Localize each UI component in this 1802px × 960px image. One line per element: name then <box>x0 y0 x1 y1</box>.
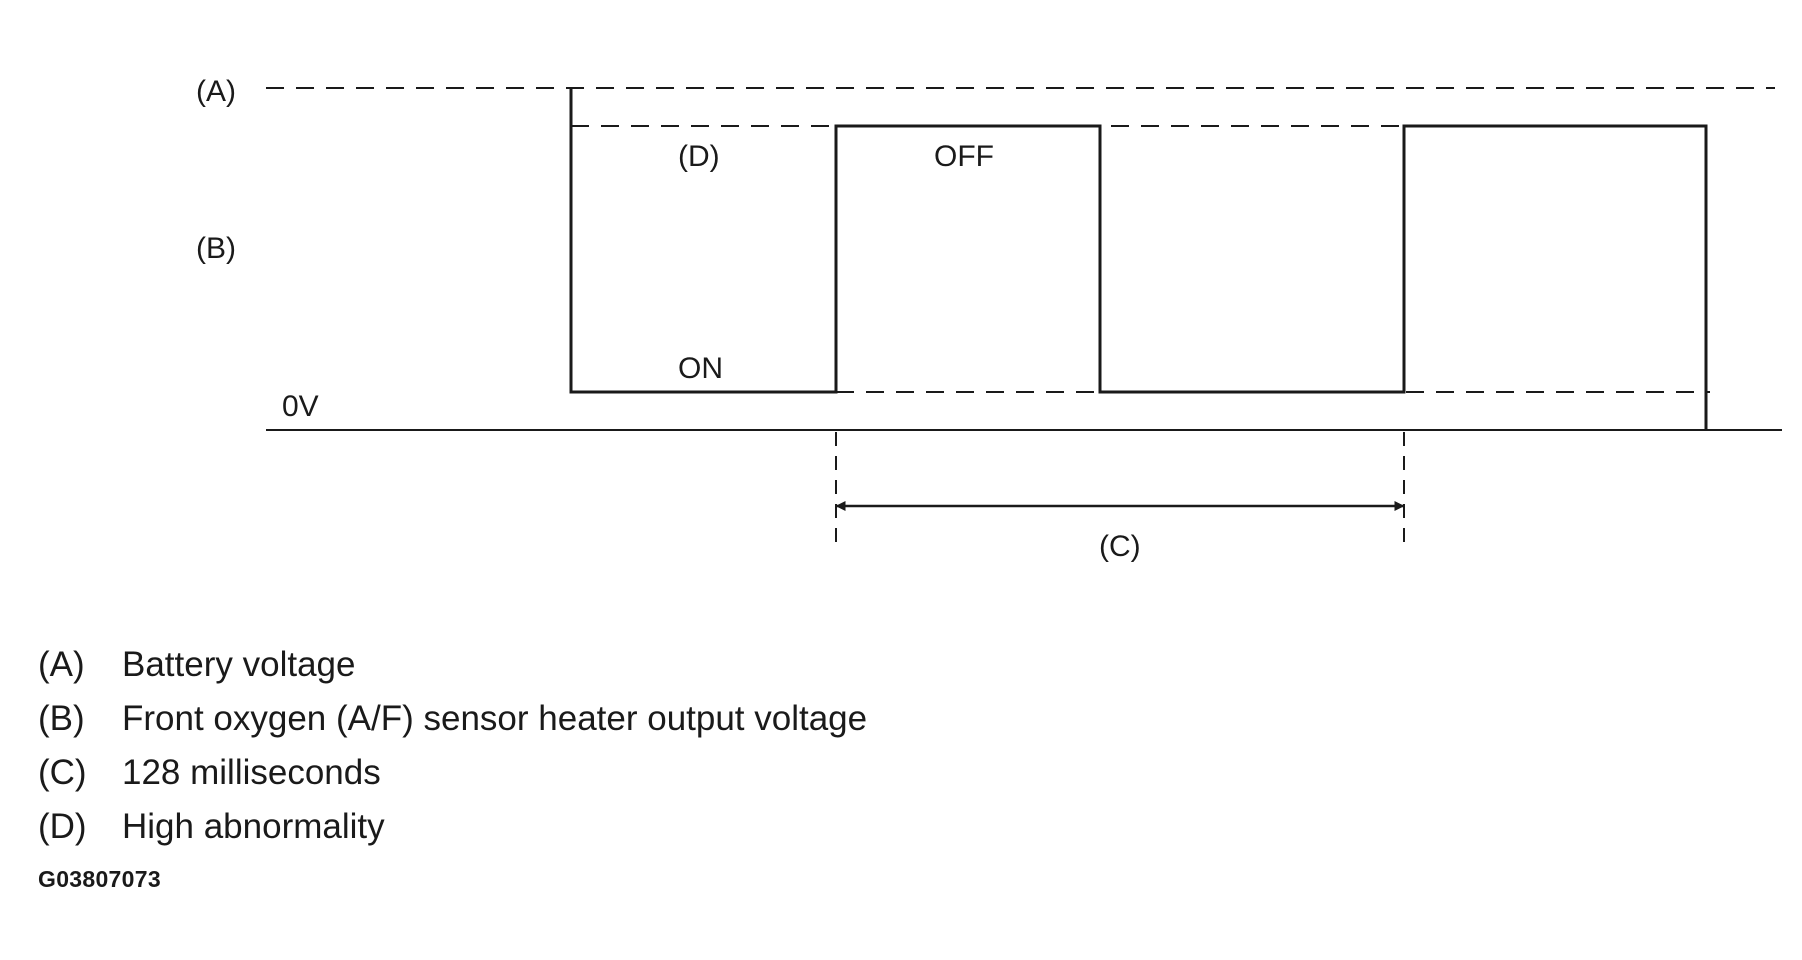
high-abnormality-marker-label: (D) <box>678 140 720 173</box>
level-label-b: (B) <box>196 232 236 265</box>
legend-key: (D) <box>38 807 87 846</box>
legend-item-b: (B) Front oxygen (A/F) sensor heater out… <box>38 692 867 746</box>
legend-text: High abnormality <box>122 807 385 846</box>
legend-text: 128 milliseconds <box>122 753 381 792</box>
legend-text: Front oxygen (A/F) sensor heater output … <box>122 699 868 738</box>
legend-item-a: (A) Battery voltage <box>38 638 867 692</box>
figure-id: G03807073 <box>38 866 161 892</box>
legend-text: Battery voltage <box>122 645 356 684</box>
square-wave-signal <box>569 88 1708 430</box>
legend-key: (C) <box>38 753 87 792</box>
off-state-label: OFF <box>934 140 994 173</box>
legend-item-d: (D) High abnormality <box>38 800 867 854</box>
legend-key: (A) <box>38 645 85 684</box>
level-label-a: (A) <box>196 75 236 108</box>
on-state-label: ON <box>678 352 723 385</box>
legend-item-c: (C) 128 milliseconds <box>38 746 867 800</box>
legend-key: (B) <box>38 699 85 738</box>
period-label: (C) <box>1099 530 1141 563</box>
legend-list: (A) Battery voltage (B) Front oxygen (A/… <box>38 638 867 854</box>
zero-volt-label: 0V <box>282 390 319 423</box>
